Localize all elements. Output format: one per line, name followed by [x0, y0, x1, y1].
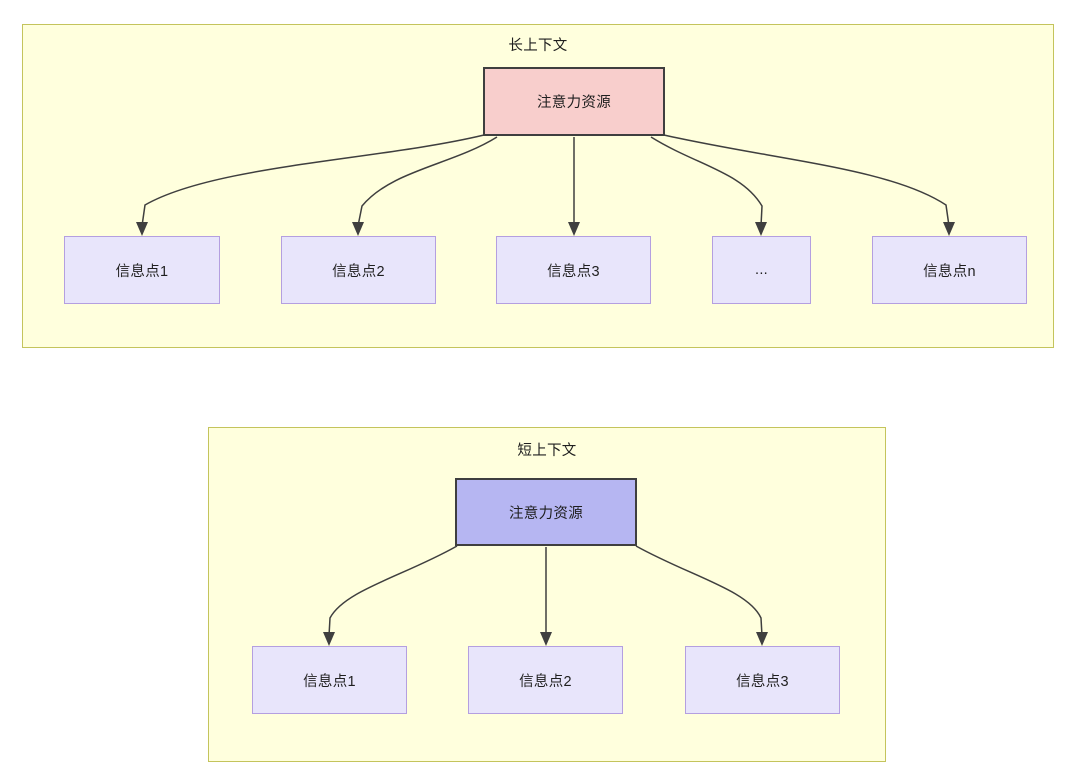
node-label: 注意力资源 [537, 95, 611, 111]
node-info-point-n-long[interactable]: 信息点n [872, 236, 1027, 304]
node-label: 信息点3 [736, 673, 789, 690]
panel-long-context-title: 长上下文 [508, 38, 568, 54]
node-label: ... [755, 262, 768, 278]
node-info-point-ellipsis-long[interactable]: ... [712, 236, 811, 304]
node-attention-resource-long[interactable]: 注意力资源 [483, 67, 665, 136]
node-info-point-2-short[interactable]: 信息点2 [468, 646, 623, 714]
node-info-point-1-long[interactable]: 信息点1 [64, 236, 220, 304]
node-info-point-3-long[interactable]: 信息点3 [496, 236, 651, 304]
node-label: 注意力资源 [509, 505, 583, 522]
node-label: 信息点1 [115, 263, 169, 280]
node-label: 信息点3 [547, 263, 600, 280]
node-info-point-1-short[interactable]: 信息点1 [252, 646, 407, 714]
node-label: 信息点n [923, 263, 976, 280]
node-label: 信息点2 [332, 263, 385, 280]
panel-short-context-title: 短上下文 [517, 443, 577, 459]
node-attention-resource-short[interactable]: 注意力资源 [455, 478, 637, 546]
node-info-point-3-short[interactable]: 信息点3 [685, 646, 840, 714]
node-label: 信息点1 [303, 673, 356, 690]
node-info-point-2-long[interactable]: 信息点2 [281, 236, 436, 304]
node-label: 信息点2 [519, 673, 572, 690]
